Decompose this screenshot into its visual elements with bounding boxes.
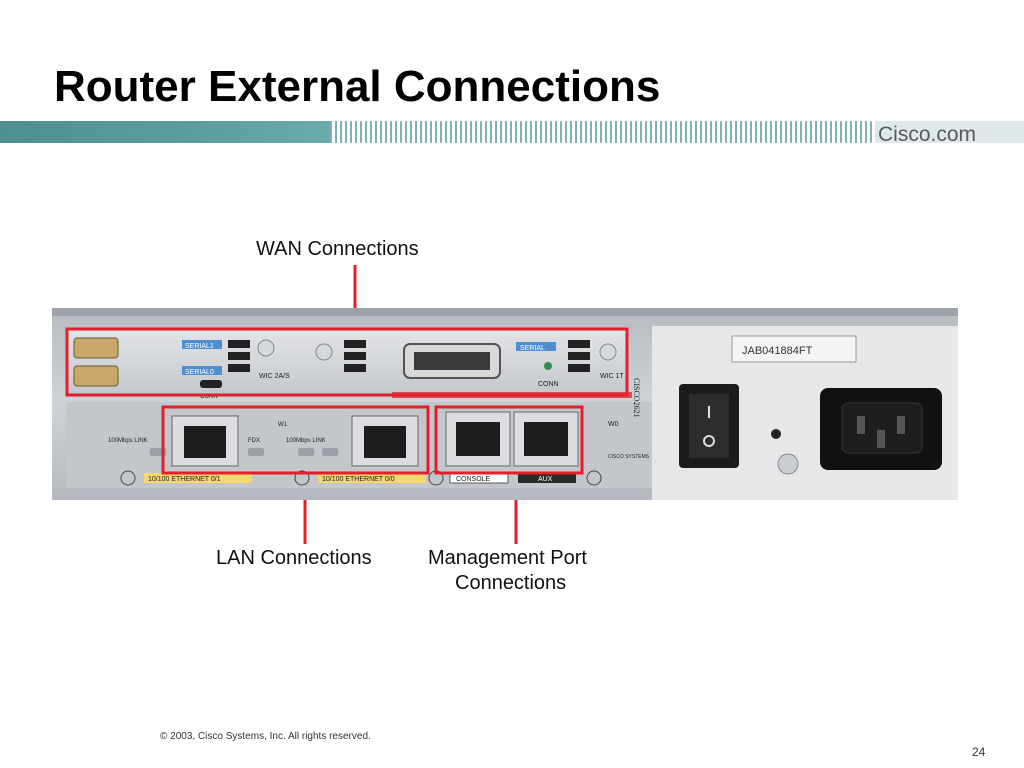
conn-led (544, 362, 552, 370)
management-connections-label: Connections (455, 572, 567, 594)
eth01-text: 10/100 ETHERNET 0/1 (148, 476, 221, 483)
ground-screw-4 (586, 470, 602, 486)
serial-text: SERIAL (520, 345, 545, 352)
wic-1t-text: WIC 1T (600, 373, 624, 380)
wan-connections-label: WAN Connections (256, 238, 419, 260)
console-text: CONSOLE (456, 476, 491, 483)
management-port-label: Management Port (428, 547, 587, 569)
header-band-solid (0, 121, 330, 143)
header-band (0, 121, 1024, 143)
serial1-port (73, 337, 119, 359)
screw-icon (777, 453, 799, 475)
w1-text: W1 (278, 422, 288, 428)
link-text-right: 100Mbps LINK (286, 438, 326, 444)
management-highlight-box (434, 405, 584, 475)
serial1-badge (182, 340, 222, 349)
cisco-logo: Cisco.com (878, 123, 977, 146)
lan-connections-label: LAN Connections (216, 547, 372, 569)
brand-text: CISCO SYSTEMS (608, 454, 650, 460)
eth01-strip (144, 473, 252, 483)
eth00-strip (318, 473, 426, 483)
header-band-light (875, 121, 1024, 143)
wan-highlight-box (65, 327, 629, 397)
serial0-port (73, 365, 119, 387)
slide-title: Router External Connections (54, 62, 661, 111)
conn-text-left: CONN (200, 394, 218, 400)
serial-label-sticker (731, 335, 857, 363)
serial-badge (516, 342, 556, 351)
header-band-stripes (330, 121, 875, 143)
eth00-text: 10/100 ETHERNET 0/0 (322, 476, 395, 483)
wic-2as-text: WIC 2A/S (259, 373, 290, 380)
lan-highlight-box (161, 405, 430, 475)
copyright-text: © 2003, Cisco Systems, Inc. All rights r… (160, 731, 371, 742)
page-number: 24 (972, 745, 986, 759)
screw-dot (771, 429, 781, 439)
model-text: CISCO2621 (632, 378, 641, 418)
w0-text: W0 (608, 421, 619, 428)
serial1-text: SERIAL1 (185, 343, 214, 350)
serial0-badge (182, 366, 222, 375)
ground-screw-2 (294, 470, 310, 486)
fdx-text: FDX (248, 438, 260, 444)
serial-number-text: JAB041884FT (742, 345, 813, 357)
conn-text-right: CONN (538, 381, 559, 388)
aux-strip (518, 473, 576, 483)
link-text-left: 100Mbps LINK (108, 438, 148, 444)
router-back-panel: JAB041884FT SERIAL1 SERIAL0 WIC 2A/S CON… (52, 308, 958, 500)
serial0-text: SERIAL0 (185, 369, 214, 376)
aux-text: AUX (538, 476, 553, 483)
ground-screw-1 (120, 470, 136, 486)
